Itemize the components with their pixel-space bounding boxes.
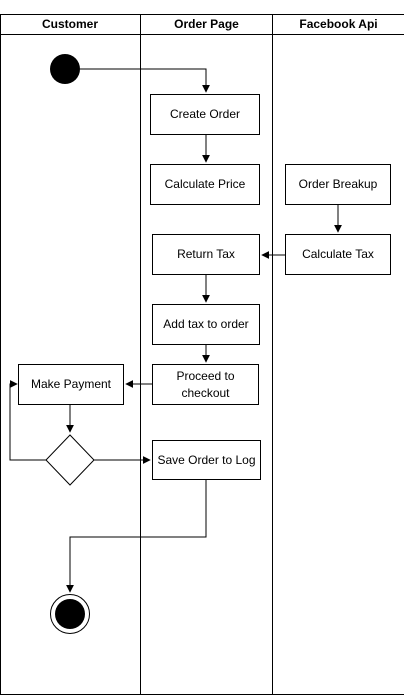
proceed-to-checkout-node: Proceed to checkout [152,364,259,405]
edge-save-order-to-end [66,480,207,593]
save-order-to-log-node: Save Order to Log [152,440,261,480]
end-node [50,594,90,634]
decision-diamond [45,434,95,486]
calculate-price-node: Calculate Price [150,164,260,205]
lane-header-facebook-api: Facebook Api [299,17,378,31]
edge-decision-loop-to-make-payment [9,380,46,461]
calculate-tax-node: Calculate Tax [285,234,391,275]
edge-start-to-create-order [80,68,210,93]
lane-header-customer: Customer [41,17,98,31]
return-tax-node: Return Tax [152,234,260,275]
swimlane-headers: Customer Order Page Facebook Api [0,14,404,695]
add-tax-to-order-node: Add tax to order [152,304,260,345]
order-breakup-node: Order Breakup [285,164,391,205]
make-payment-node: Make Payment [18,364,124,405]
start-node [50,54,80,84]
lane-header-order-page: Order Page [174,17,239,31]
create-order-node: Create Order [150,94,260,135]
